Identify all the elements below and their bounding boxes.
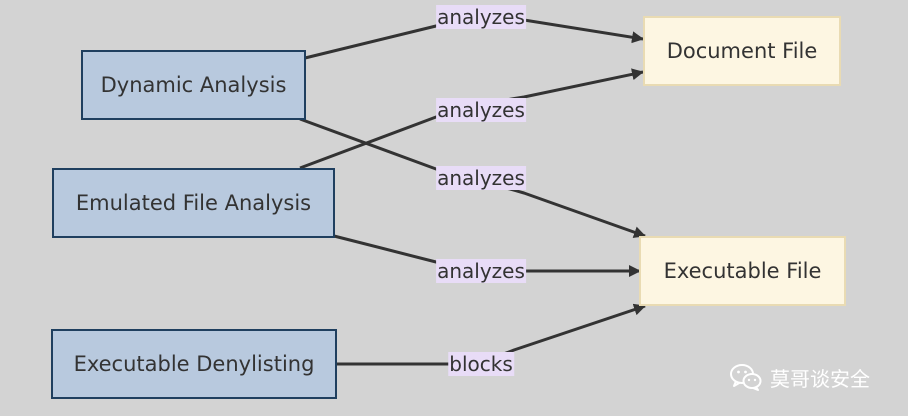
watermark-text: 莫哥谈安全: [770, 366, 870, 391]
edge-label-emulated-to-executable: analyzes: [436, 259, 526, 283]
edge-label-denylisting-to-executable: blocks: [448, 352, 514, 376]
edge-label-dynamic-to-document: analyzes: [436, 5, 526, 29]
node-document-file-label: Document File: [666, 39, 818, 63]
watermark: 莫哥谈安全: [730, 362, 870, 392]
node-dynamic-analysis: Dynamic Analysis: [81, 50, 306, 120]
node-executable-file: Executable File: [639, 236, 846, 306]
node-emulated-file-analysis: Emulated File Analysis: [52, 168, 335, 238]
wechat-icon: [730, 364, 762, 391]
node-document-file: Document File: [643, 16, 841, 86]
node-executable-denylisting: Executable Denylisting: [51, 329, 337, 399]
node-dynamic-analysis-label: Dynamic Analysis: [100, 73, 287, 97]
edge-label-dynamic-to-executable: analyzes: [436, 166, 526, 190]
edge-label-emulated-to-document: analyzes: [436, 98, 526, 122]
node-emulated-file-analysis-label: Emulated File Analysis: [75, 191, 312, 215]
node-executable-file-label: Executable File: [663, 259, 822, 283]
node-executable-denylisting-label: Executable Denylisting: [73, 352, 315, 376]
